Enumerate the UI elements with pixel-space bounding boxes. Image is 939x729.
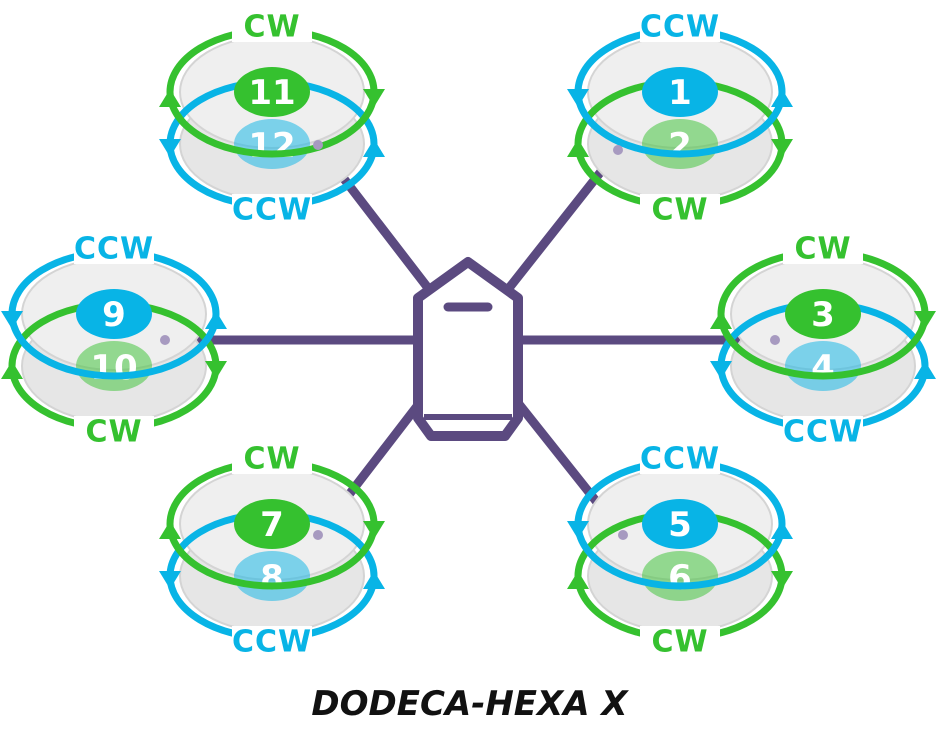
rotation-arrow-bottom-right: [914, 361, 936, 379]
direction-label-bottom: CW: [85, 415, 142, 450]
rotation-arrow-top-left: [1, 311, 23, 329]
rotation-arrow-bottom-left: [567, 571, 589, 589]
motor-badge-top: [234, 67, 310, 117]
arm-tip: [313, 140, 323, 150]
label-gap-top: [232, 442, 312, 474]
body-shell: [413, 257, 523, 441]
label-gap-top: [640, 10, 720, 42]
direction-label-top: CCW: [74, 232, 154, 267]
motor-pairs: 21CCWCW43CWCCW65CCWCW87CWCCW109CCWCW1211…: [1, 10, 936, 660]
label-gap-top: [232, 10, 312, 42]
rotation-arrow-bottom-right: [205, 361, 227, 379]
motor-number-top: 1: [668, 73, 692, 113]
rotation-arrow-bottom-left: [159, 139, 181, 157]
rotation-arrow-top-right: [363, 89, 385, 107]
rotation-arrow-bottom-left: [567, 139, 589, 157]
arm-tip: [313, 530, 323, 540]
rotation-arrow-bottom-right: [363, 139, 385, 157]
motor-badge-top: [76, 289, 152, 339]
direction-label-bottom: CW: [651, 193, 708, 228]
direction-label-top: CCW: [640, 442, 720, 477]
motor-badge-top: [785, 289, 861, 339]
arm-tip: [770, 335, 780, 345]
direction-label-bottom: CW: [651, 625, 708, 660]
motor-number-top: 11: [248, 73, 295, 113]
motor-number-bottom: 4: [811, 348, 835, 388]
motor-number-bottom: 12: [248, 126, 295, 166]
arm-tip: [160, 335, 170, 345]
rotation-arrow-top-left: [159, 521, 181, 539]
rotation-arrow-top-right: [363, 521, 385, 539]
rotation-arrow-top-right: [914, 311, 936, 329]
rotation-arrow-top-right: [205, 311, 227, 329]
motor-pair-5-6: 6 5 CCW CW: [567, 442, 793, 660]
label-gap-bottom: [640, 194, 720, 226]
motor-number-bottom: 6: [668, 558, 692, 598]
arm-tip: [613, 145, 623, 155]
rotation-arrow-bottom-left: [710, 361, 732, 379]
label-gap-bottom: [74, 416, 154, 448]
rotation-arrow-top-left: [567, 521, 589, 539]
rotation-arrow-bottom-left: [1, 361, 23, 379]
flight-controller-body: [413, 257, 523, 441]
motor-pair-7-8: 8 7 CW CCW: [159, 442, 385, 660]
direction-label-bottom: CCW: [232, 193, 312, 228]
rotation-arrow-bottom-right: [771, 139, 793, 157]
direction-label-top: CW: [794, 232, 851, 267]
direction-label-top: CCW: [640, 10, 720, 45]
motor-badge-top: [642, 499, 718, 549]
motor-badge-top: [234, 499, 310, 549]
label-gap-bottom: [640, 626, 720, 658]
motor-number-bottom: 2: [668, 126, 692, 166]
direction-label-top: CW: [243, 10, 300, 45]
label-gap-top: [783, 232, 863, 264]
diagram-title: DODECA-HEXA X: [311, 684, 628, 724]
label-gap-top: [74, 232, 154, 264]
motor-number-bottom: 10: [90, 348, 137, 388]
rotation-arrow-top-left: [710, 311, 732, 329]
motor-badge-top: [642, 67, 718, 117]
label-gap-bottom: [232, 194, 312, 226]
motor-pair-3-4: 4 3 CW CCW: [710, 232, 936, 450]
rotation-arrow-top-left: [567, 89, 589, 107]
motor-number-top: 5: [668, 505, 692, 545]
motor-number-top: 3: [811, 295, 835, 335]
motor-number-top: 7: [260, 505, 284, 545]
rotation-arrow-top-right: [771, 89, 793, 107]
motor-number-bottom: 8: [260, 558, 284, 598]
label-gap-bottom: [783, 416, 863, 448]
direction-label-bottom: CCW: [232, 625, 312, 660]
direction-label-top: CW: [243, 442, 300, 477]
direction-label-bottom: CCW: [783, 415, 863, 450]
label-gap-top: [640, 442, 720, 474]
label-gap-bottom: [232, 626, 312, 658]
rotation-arrow-bottom-right: [363, 571, 385, 589]
motor-pair-9-10: 10 9 CCW CW: [1, 232, 227, 450]
rotation-arrow-bottom-right: [771, 571, 793, 589]
rotation-arrow-top-right: [771, 521, 793, 539]
motor-pair-11-12: 12 11 CW CCW: [159, 10, 385, 228]
rotation-arrow-bottom-left: [159, 571, 181, 589]
motor-number-top: 9: [102, 295, 126, 335]
rotation-arrow-top-left: [159, 89, 181, 107]
arm-tip: [618, 530, 628, 540]
motor-pair-1-2: 2 1 CCW CW: [567, 10, 793, 228]
